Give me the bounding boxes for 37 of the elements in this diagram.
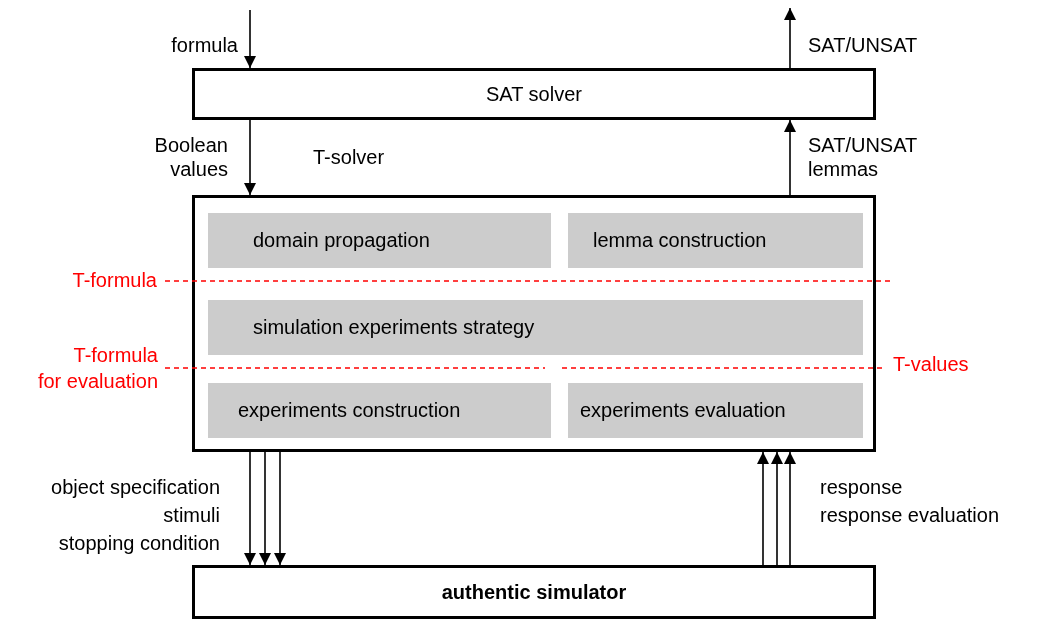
arrow [244, 119, 256, 196]
edge-label: object specification [50, 475, 220, 499]
module-box [208, 213, 551, 268]
signal-label: T-formula [71, 268, 157, 293]
arrow [771, 451, 783, 566]
arrow [784, 119, 796, 196]
edge-label: formula [170, 33, 238, 57]
module-box [208, 300, 863, 355]
edge-label: response evaluation [820, 503, 1000, 527]
box-label: experiments evaluation [580, 399, 786, 422]
arrow [784, 451, 796, 566]
signal-label: T-values [893, 352, 970, 377]
process-box [192, 68, 876, 120]
box-label: domain propagation [253, 229, 430, 252]
module-box [208, 383, 551, 438]
box-label: experiments construction [238, 399, 461, 422]
arrow [274, 451, 286, 566]
edge-label: Boolean values [153, 133, 228, 181]
module-box [568, 383, 863, 438]
box-label: simulation experiments strategy [253, 316, 535, 339]
arrow [757, 451, 769, 566]
arrow [784, 7, 796, 69]
edge-label: stimuli [162, 503, 220, 527]
arrow [259, 451, 271, 566]
box-label: SAT solver [486, 82, 582, 106]
box-label: lemma construction [593, 229, 767, 252]
edge-label: response [820, 475, 904, 499]
arrow [244, 9, 256, 69]
signal-label: T-formula for evaluation [36, 343, 158, 394]
edge-label: SAT/UNSAT lemmas [808, 133, 918, 181]
box-label: authentic simulator [441, 580, 627, 604]
edge-label: stopping condition [57, 531, 220, 555]
box-heading: T-solver [313, 146, 385, 169]
arrow [244, 451, 256, 566]
process-box [192, 565, 876, 619]
module-box [568, 213, 863, 268]
edge-label: SAT/UNSAT [808, 33, 919, 57]
